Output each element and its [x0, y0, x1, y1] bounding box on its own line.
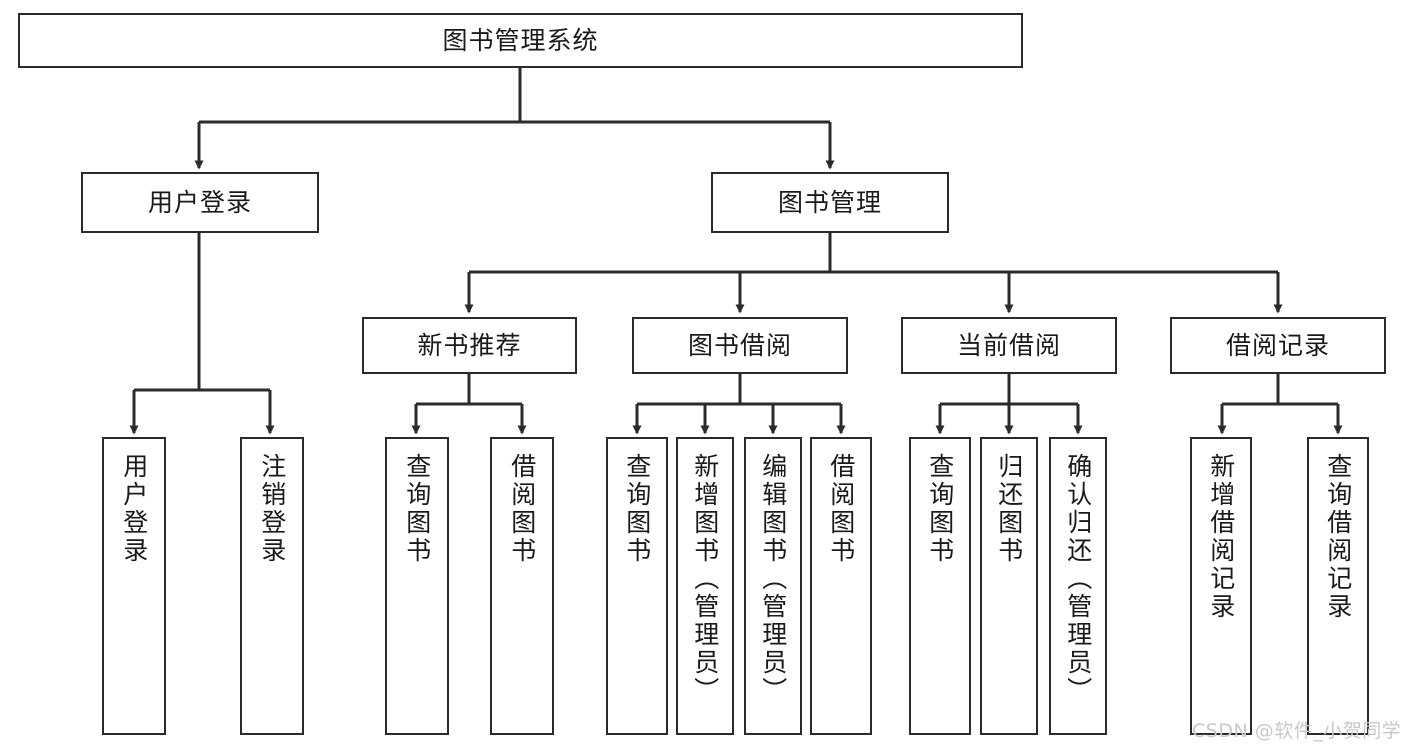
- node-leaf-borrow-book-1[interactable]: 借阅图书: [490, 437, 554, 735]
- node-label: 查询图书: [925, 453, 955, 565]
- node-leaf-confirm-return[interactable]: 确认归还（管理员）: [1049, 437, 1107, 735]
- node-label: 编辑图书（管理员）: [758, 453, 788, 705]
- node-label: 用户登录: [147, 187, 252, 217]
- node-leaf-return-book[interactable]: 归还图书: [980, 437, 1038, 735]
- node-root-system[interactable]: 图书管理系统: [18, 13, 1023, 68]
- node-leaf-user-login[interactable]: 用户登录: [102, 437, 166, 735]
- node-leaf-borrow-book-2[interactable]: 借阅图书: [810, 437, 872, 735]
- node-label: 注销登录: [257, 453, 287, 565]
- node-label: 查询借阅记录: [1323, 453, 1353, 621]
- node-label: 新增借阅记录: [1206, 453, 1236, 621]
- node-label: 新增图书（管理员）: [690, 453, 720, 705]
- node-label: 新书推荐: [417, 330, 522, 360]
- node-leaf-query-book-3[interactable]: 查询图书: [909, 437, 971, 735]
- node-current-borrow[interactable]: 当前借阅: [901, 317, 1117, 374]
- node-label: 图书管理系统: [442, 25, 599, 55]
- node-label: 借阅图书: [826, 453, 856, 565]
- node-label: 用户登录: [119, 453, 149, 565]
- node-borrow-record[interactable]: 借阅记录: [1170, 317, 1386, 374]
- node-label: 查询图书: [402, 453, 432, 565]
- node-leaf-edit-book[interactable]: 编辑图书（管理员）: [744, 437, 802, 735]
- node-label: 图书借阅: [687, 330, 792, 360]
- node-leaf-add-book[interactable]: 新增图书（管理员）: [676, 437, 734, 735]
- node-leaf-query-book-2[interactable]: 查询图书: [606, 437, 668, 735]
- node-label: 借阅图书: [507, 453, 537, 565]
- node-label: 借阅记录: [1225, 330, 1330, 360]
- node-label: 归还图书: [994, 453, 1024, 565]
- node-leaf-query-record[interactable]: 查询借阅记录: [1307, 437, 1369, 735]
- node-label: 确认归还（管理员）: [1063, 453, 1093, 705]
- node-label: 当前借阅: [956, 330, 1061, 360]
- csdn-watermark: CSDN @软件_小贺同学: [1192, 720, 1402, 742]
- node-book-management[interactable]: 图书管理: [711, 172, 949, 233]
- node-new-book-recommend[interactable]: 新书推荐: [362, 317, 577, 374]
- node-user-login[interactable]: 用户登录: [81, 172, 319, 233]
- node-book-borrow[interactable]: 图书借阅: [632, 317, 848, 374]
- node-label: 查询图书: [622, 453, 652, 565]
- node-leaf-logout[interactable]: 注销登录: [240, 437, 304, 735]
- node-leaf-query-book-1[interactable]: 查询图书: [385, 437, 449, 735]
- node-leaf-add-record[interactable]: 新增借阅记录: [1190, 437, 1252, 735]
- node-label: 图书管理: [777, 187, 882, 217]
